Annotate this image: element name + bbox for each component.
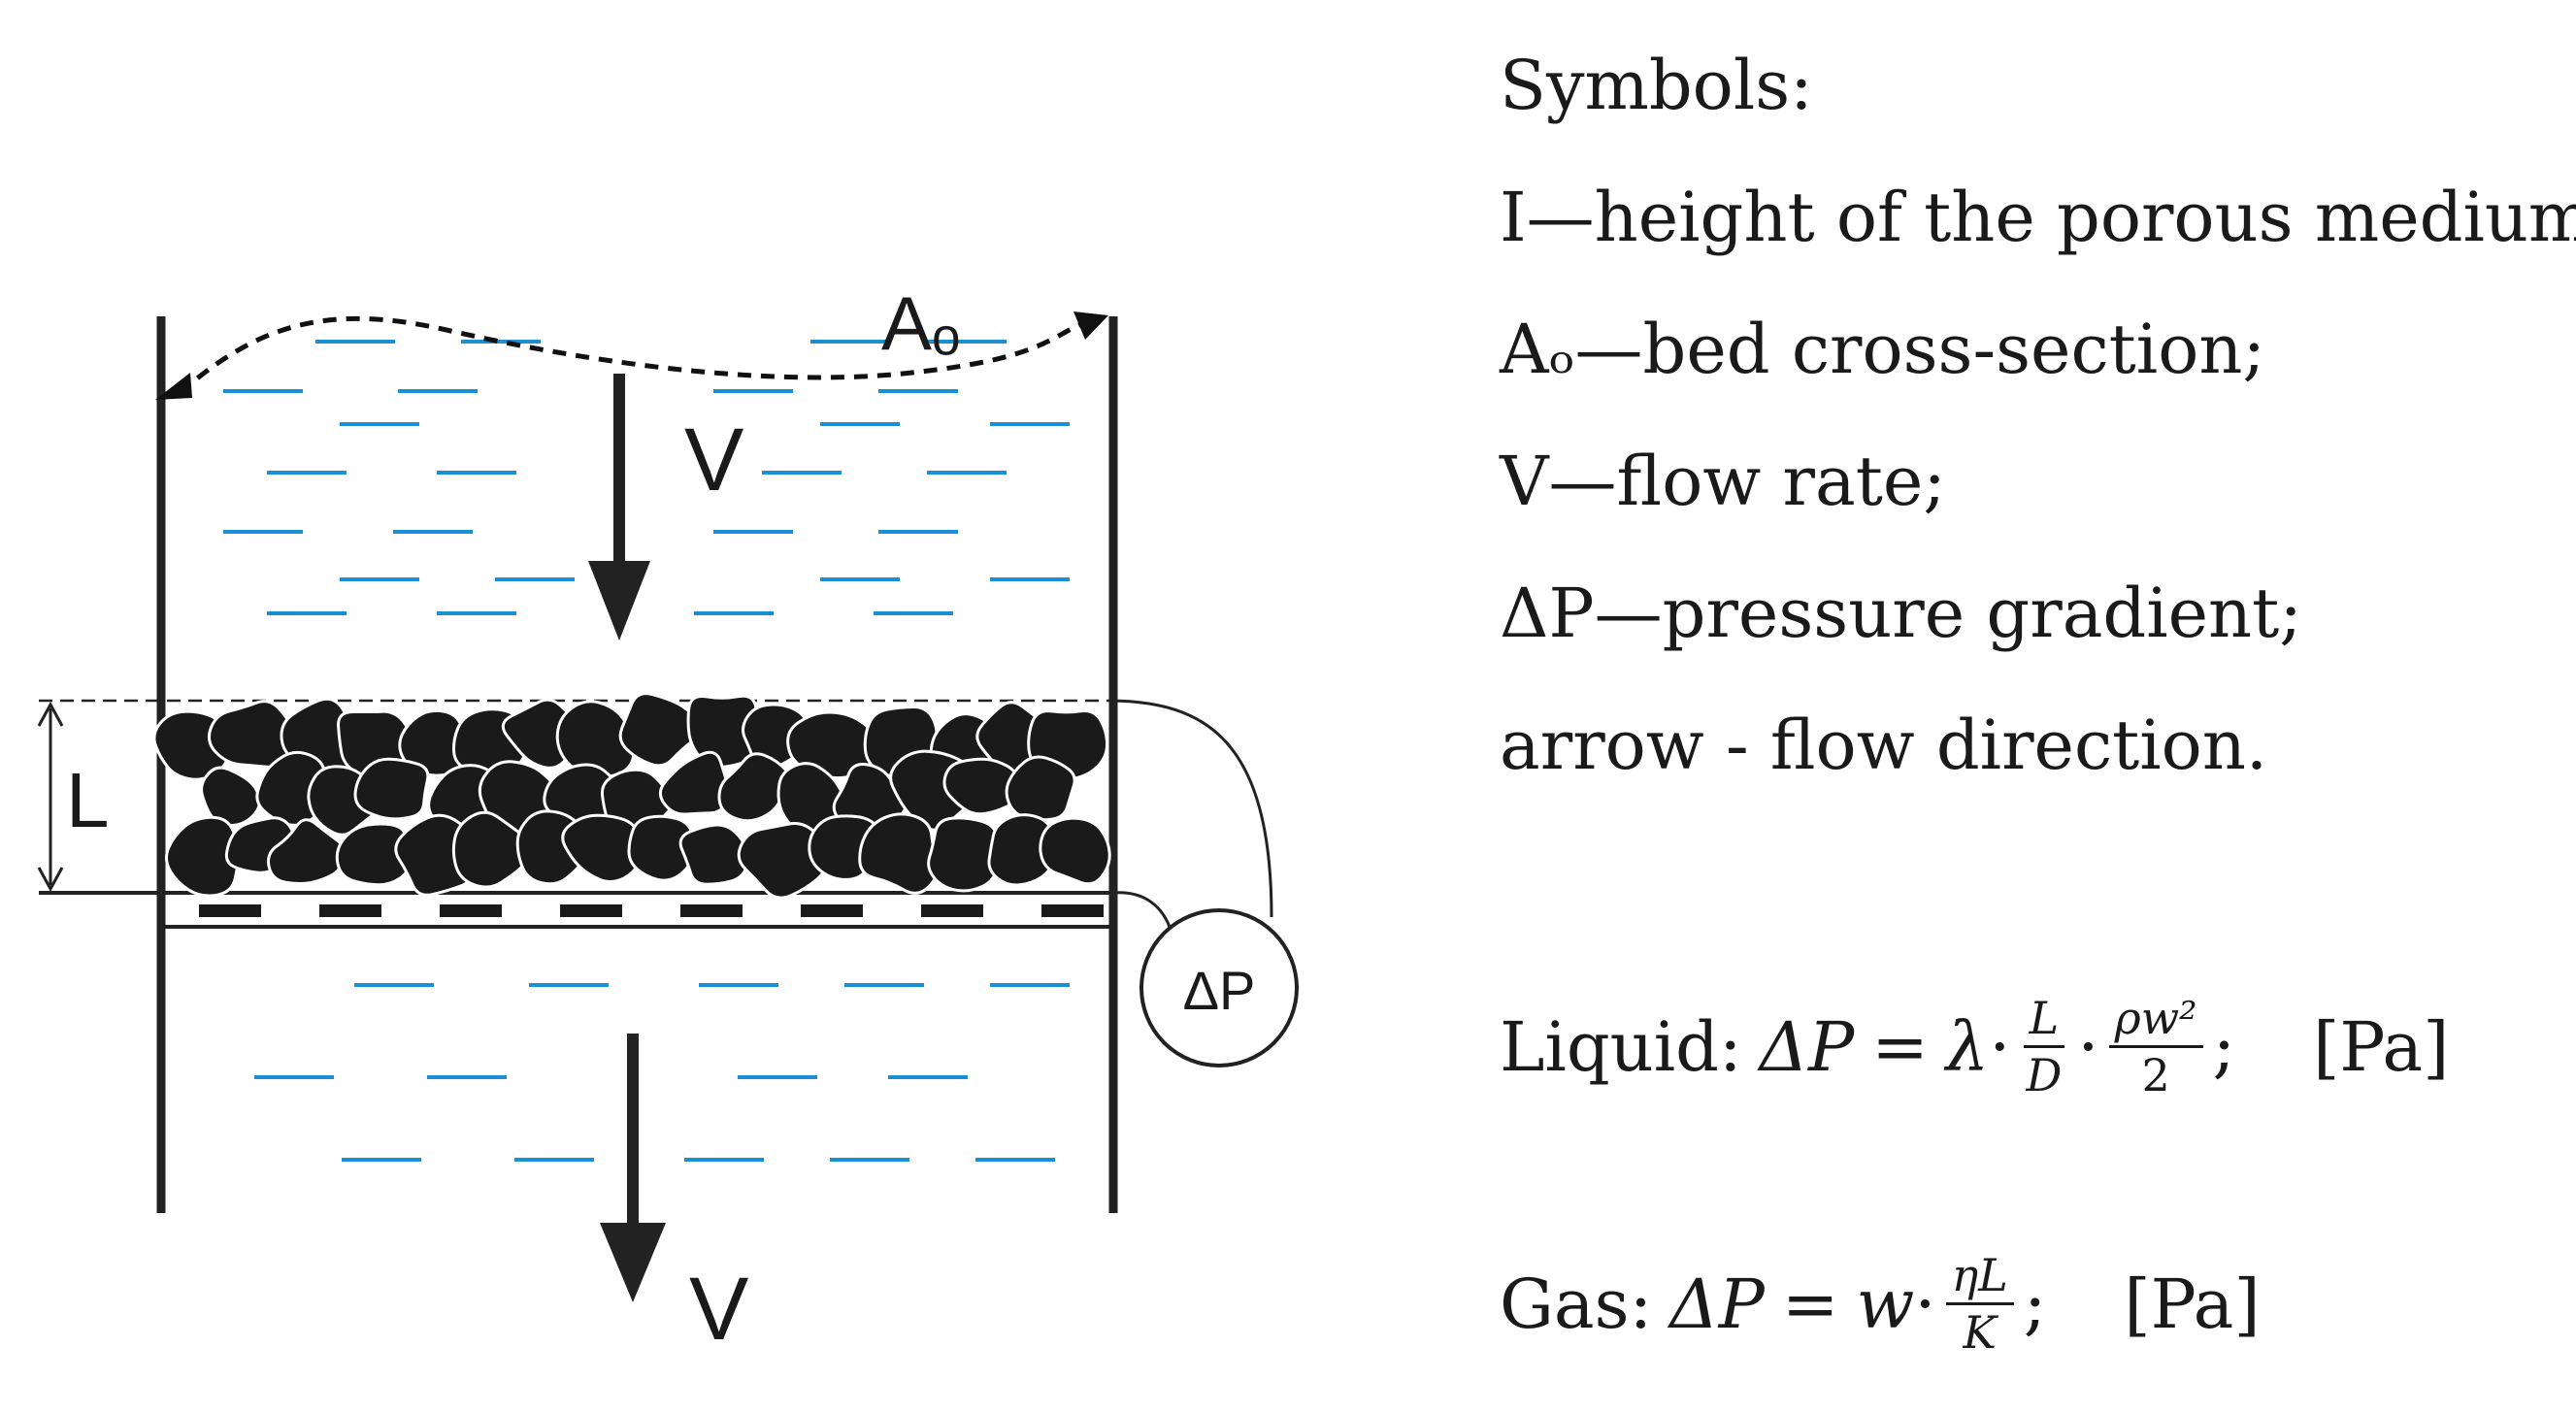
pressure-gauge	[1139, 908, 1299, 1067]
flow-label-bottom: V	[689, 1260, 748, 1359]
particle	[1005, 755, 1076, 822]
gas-frac-num: ηL	[1945, 1252, 2014, 1306]
grate-bar	[319, 904, 381, 917]
flow-arrow-bottom-head	[600, 1223, 666, 1302]
particle	[678, 823, 749, 886]
liquid-frac2-num: ρw²	[2108, 995, 2203, 1049]
grate-bar	[560, 904, 622, 917]
grate-bar	[801, 904, 863, 917]
liquid-prefix: Liquid:	[1500, 1006, 1742, 1087]
pressure-label: ΔP	[1183, 960, 1256, 1021]
liquid-frac2-den: 2	[2141, 1049, 2170, 1102]
grate-bar	[440, 904, 502, 917]
gas-equals: =	[1781, 1264, 1839, 1344]
gauge-tube-bottom	[1112, 891, 1172, 928]
flow-label-top: V	[684, 410, 743, 509]
gas-dot: ·	[1914, 1264, 1936, 1344]
legend-item-flow-rate: V—flow rate;	[1500, 442, 1946, 521]
particle	[858, 812, 940, 895]
liquid-surface-bottom	[254, 983, 1070, 1162]
liquid-equals: =	[1871, 1006, 1929, 1087]
cross-section-arrowhead-right	[1073, 312, 1108, 340]
liquid-surface-top	[223, 340, 1070, 615]
particle	[165, 815, 241, 898]
legend-item-height: I—height of the porous medium;	[1500, 178, 2576, 257]
liquid-lhs: ΔP	[1759, 1006, 1855, 1087]
support-grate	[199, 904, 1104, 917]
particle	[200, 766, 261, 828]
gas-equation: Gas: ΔP = w · ηL K ; [Pa]	[1500, 1252, 2261, 1357]
filter-bed-diagram: Aₒ V L ΔP V	[37, 280, 1299, 1359]
liquid-frac1-num: L	[2023, 995, 2065, 1049]
gas-fraction: ηL K	[1945, 1252, 2014, 1360]
liquid-fraction-rho: ρw² 2	[2108, 995, 2203, 1102]
liquid-semicolon: ;	[2212, 1006, 2236, 1087]
liquid-unit: [Pa]	[2313, 1006, 2450, 1087]
grate-bar	[921, 904, 983, 917]
gas-semicolon: ;	[2023, 1264, 2047, 1344]
cross-section-arrowhead-left	[155, 373, 192, 400]
flow-arrow-top-head	[588, 561, 650, 640]
particle	[267, 818, 347, 886]
area-label: Aₒ	[881, 280, 960, 366]
liquid-equation: Liquid: ΔP = λ · L D · ρw² 2 ; [Pa]	[1500, 995, 2449, 1100]
gas-unit: [Pa]	[2124, 1264, 2261, 1344]
height-label: L	[66, 757, 110, 843]
grate-bar	[199, 904, 261, 917]
legend-item-cross-section: Aₒ—bed cross-section;	[1500, 310, 2266, 389]
gas-lhs: ΔP	[1669, 1264, 1765, 1344]
cross-section-arrow	[178, 315, 1093, 395]
symbols-legend: Symbols: I—height of the porous medium; …	[1500, 19, 2576, 811]
grate-bar	[680, 904, 743, 917]
particle	[353, 757, 430, 821]
liquid-frac1-den: D	[2026, 1049, 2063, 1102]
liquid-dot-2: ·	[2077, 1006, 2099, 1087]
liquid-lambda: λ	[1945, 1006, 1990, 1087]
legend-item-arrow: arrow - flow direction.	[1500, 706, 2268, 785]
height-arrow-bottom	[37, 867, 64, 893]
legend-title: Symbols:	[1500, 46, 1813, 125]
gauge-tube-top	[1112, 699, 1273, 918]
gas-frac-den: K	[1963, 1306, 1997, 1360]
particle	[927, 816, 999, 893]
liquid-dot-1: ·	[1989, 1006, 2011, 1087]
gas-prefix: Gas:	[1500, 1264, 1653, 1344]
liquid-fraction-ld: L D	[2021, 995, 2068, 1100]
grate-bar	[1041, 904, 1104, 917]
height-arrow-top	[37, 701, 64, 727]
gas-w: w	[1856, 1264, 1915, 1344]
particle	[1039, 816, 1111, 886]
legend-item-pressure: ΔP—pressure gradient;	[1500, 574, 2302, 653]
porous-medium	[152, 692, 1111, 900]
